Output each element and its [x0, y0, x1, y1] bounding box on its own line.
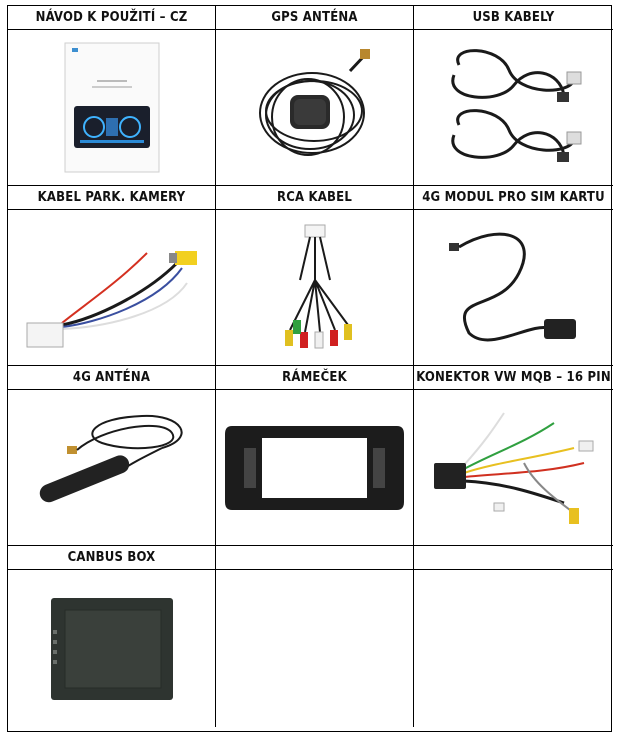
item-label-rca: RCA KABEL: [277, 190, 352, 205]
header-cell-manual: NÁVOD K POUŽITÍ – CZ: [8, 6, 216, 30]
vw-mqb-connector-icon: [433, 411, 593, 524]
item-label-usb: USB KABELY: [472, 10, 555, 25]
frame-bezel-icon: [225, 425, 404, 510]
4g-antenna-icon: [39, 414, 183, 502]
header-cell-empty-2: [216, 546, 414, 570]
item-label-canbus: CANBUS BOX: [67, 550, 156, 565]
image-cell-empty-3: [414, 570, 613, 727]
header-cell-frame: RÁMEČEK: [216, 366, 414, 390]
item-label-connector: KONEKTOR VW MQB – 16 PIN: [416, 370, 611, 385]
image-cell-empty-2: [216, 570, 414, 727]
canbus-box-icon: [50, 597, 173, 700]
image-cell-gps: [216, 30, 414, 186]
image-cell-4g-module: [414, 210, 613, 366]
item-label-frame: RÁMEČEK: [282, 370, 347, 385]
image-cell-4g-antenna: [8, 390, 216, 546]
item-label-4g-antenna: 4G ANTÉNA: [72, 370, 151, 385]
gps-antenna-icon: [258, 48, 370, 156]
header-cell-4g-antenna: 4G ANTÉNA: [8, 366, 216, 390]
header-cell-camera-cable: KABEL PARK. KAMERY: [8, 186, 216, 210]
item-label-4g-module: 4G MODUL PRO SIM KARTU: [422, 190, 605, 205]
image-cell-canbus: [8, 570, 216, 727]
rca-cable-icon: [284, 224, 352, 349]
item-label-camera-cable: KABEL PARK. KAMERY: [37, 190, 186, 205]
header-cell-usb: USB KABELY: [414, 6, 613, 30]
image-cell-connector: [414, 390, 613, 546]
image-cell-frame: [216, 390, 414, 546]
image-cell-rca: [216, 210, 414, 366]
item-label-gps: GPS ANTÉNA: [271, 10, 358, 25]
image-cell-usb: [414, 30, 613, 186]
header-cell-rca: RCA KABEL: [216, 186, 414, 210]
header-cell-connector: KONEKTOR VW MQB – 16 PIN: [414, 366, 613, 390]
item-label-manual: NÁVOD K POUŽITÍ – CZ: [35, 10, 188, 25]
manual-booklet-icon: [64, 42, 159, 173]
header-cell-canbus: CANBUS BOX: [8, 546, 216, 570]
header-cell-4g-module: 4G MODUL PRO SIM KARTU: [414, 186, 613, 210]
header-cell-gps: GPS ANTÉNA: [216, 6, 414, 30]
parking-camera-cable-icon: [26, 250, 197, 347]
image-cell-manual: [8, 30, 216, 186]
image-cell-camera-cable: [8, 210, 216, 366]
accessories-table: NÁVOD K POUŽITÍ – CZ GPS ANTÉNA USB KABE…: [7, 5, 613, 732]
usb-cables-icon: [450, 49, 581, 162]
header-cell-empty-3: [414, 546, 613, 570]
4g-sim-module-icon: [448, 232, 576, 341]
